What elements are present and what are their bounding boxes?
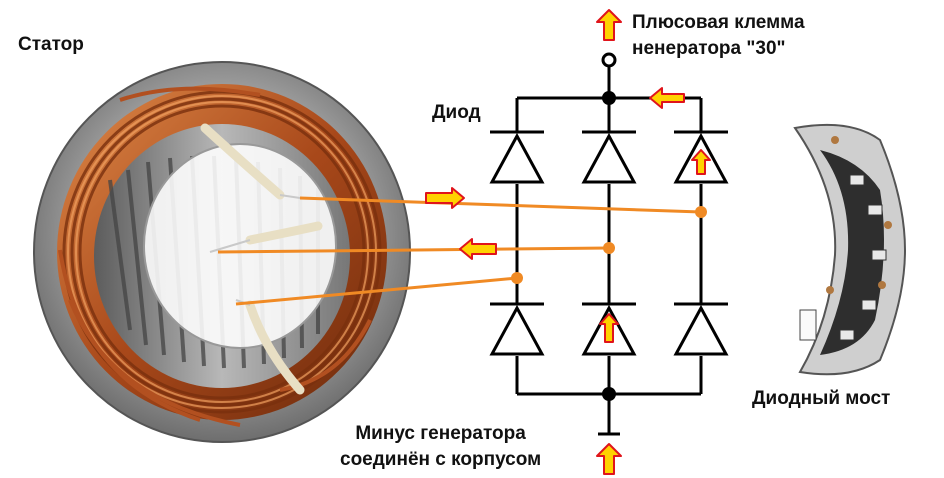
terminal-circle-icon: [601, 52, 617, 68]
label-plus-terminal: Плюсовая клемма ненератора "30": [632, 10, 805, 62]
arrow-icon: [425, 9, 711, 475]
label-plus-line1: Плюсовая клемма: [632, 12, 805, 33]
phase-nodes: [511, 206, 707, 284]
label-minus-line2: соединён с корпусом: [340, 449, 542, 470]
label-stator: Статор: [18, 34, 84, 55]
label-diode: Диод: [432, 102, 481, 123]
diode-bridge-image: [793, 123, 907, 376]
diode-upper-2: [581, 130, 637, 184]
junction-top: [602, 91, 616, 105]
phase-lines: [217, 196, 702, 306]
diode-upper-1: [489, 130, 545, 184]
label-minus-line1: Минус генератора: [355, 423, 526, 444]
diode-lower-1: [489, 302, 545, 356]
junction-bottom: [602, 387, 616, 401]
label-plus-line2: ненератора "30": [632, 38, 786, 59]
label-minus-ground: Минус генератора соединён с корпусом: [340, 421, 541, 473]
diode-lower-3: [673, 302, 729, 356]
label-diode-bridge: Диодный мост: [752, 388, 891, 409]
